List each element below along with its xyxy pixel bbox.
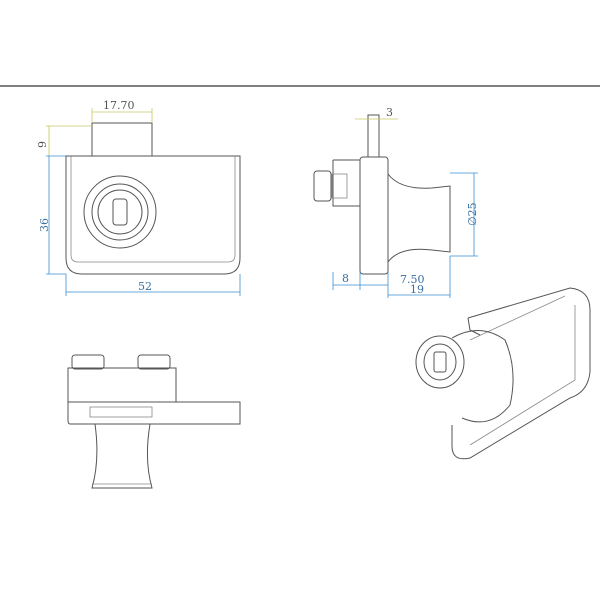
dim-diameter-25: ∅25	[466, 202, 479, 226]
dim-17-70: 17.70	[103, 99, 135, 112]
bottom-view	[67, 354, 241, 489]
dim-36: 36	[38, 218, 51, 232]
front-dimensions: 17.70 9 36 52	[36, 99, 241, 296]
front-view	[65, 122, 241, 275]
dim-9: 9	[36, 141, 49, 148]
isometric-view	[415, 287, 591, 460]
dim-19: 19	[410, 283, 424, 296]
dim-7-50: 7.50	[400, 273, 425, 286]
dim-3: 3	[386, 106, 393, 119]
dim-8: 8	[342, 272, 349, 285]
dim-52: 52	[138, 280, 152, 293]
side-dimensions: 3 ∅25 8 7.50 19	[332, 106, 479, 298]
side-view	[313, 114, 451, 275]
